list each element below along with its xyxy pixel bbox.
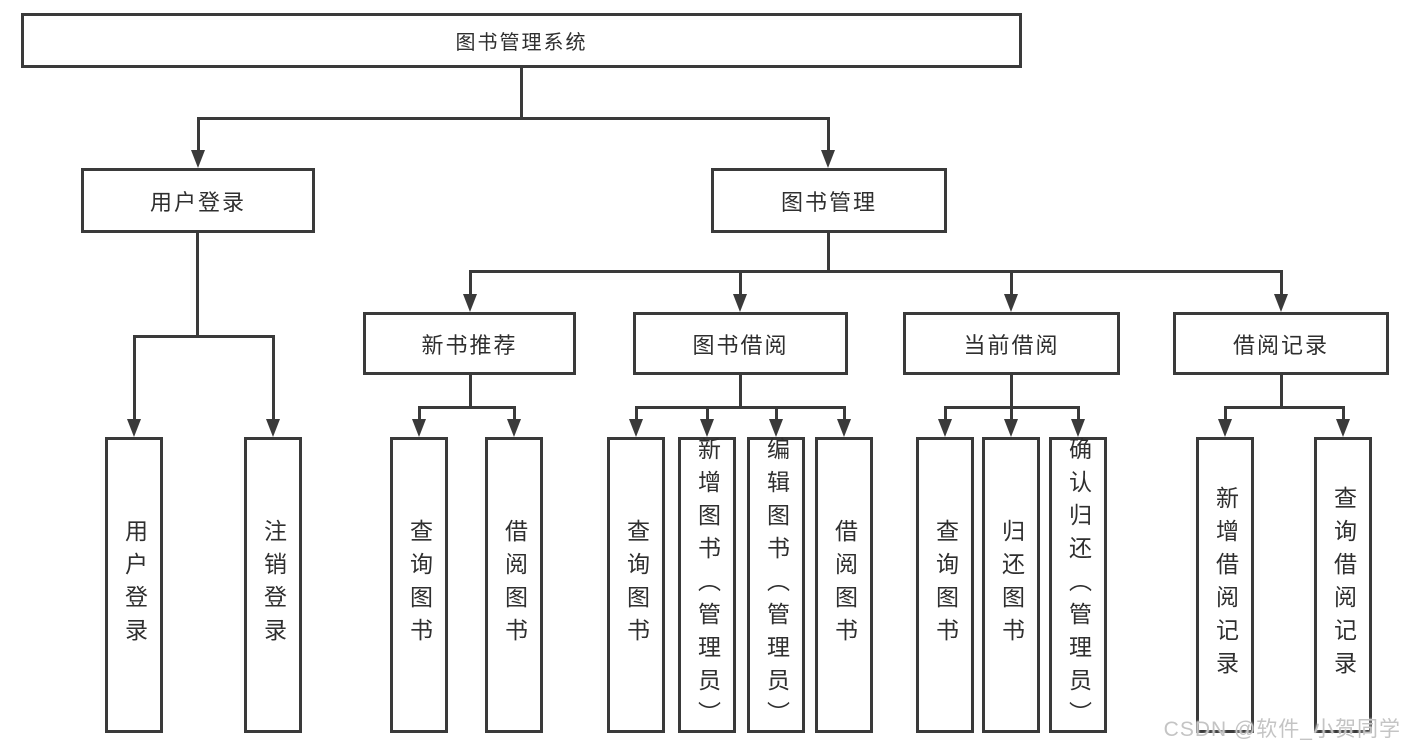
node-leaf-logout: 注销登录: [244, 437, 302, 733]
node-br-add-record: 新增借阅记录: [1196, 437, 1254, 733]
connector-line: [196, 232, 199, 337]
arrow-down-icon: [1071, 419, 1085, 437]
node-nb-borrow-books: 借阅图书: [485, 437, 543, 733]
arrow-down-icon: [266, 419, 280, 437]
node-label: 用户登录: [121, 519, 148, 651]
node-label: 图书管理系统: [455, 32, 588, 54]
watermark-text: CSDN @软件_小贺同学: [1163, 718, 1401, 741]
node-label: 新增图书（管理员）: [694, 436, 721, 734]
connector-line: [133, 335, 275, 338]
node-label: 注销登录: [260, 519, 287, 651]
connector-stem: [739, 270, 742, 297]
node-label: 当前借阅: [963, 332, 1060, 358]
arrow-down-icon: [629, 419, 643, 437]
node-label: 新增借阅记录: [1212, 486, 1239, 684]
connector-stem: [1224, 406, 1227, 421]
node-label: 编辑图书（管理员）: [763, 436, 790, 734]
connector-stem: [635, 406, 638, 421]
connector-stem: [1342, 406, 1345, 421]
node-label: 借阅图书: [831, 519, 858, 651]
node-label: 图书借阅: [692, 332, 789, 358]
node-book-borrow: 图书借阅: [633, 312, 848, 375]
arrow-down-icon: [821, 150, 835, 168]
node-bb-query-books: 查询图书: [607, 437, 665, 733]
arrow-down-icon: [463, 294, 477, 312]
node-current-borrow: 当前借阅: [903, 312, 1120, 375]
arrow-down-icon: [700, 419, 714, 437]
node-user-login: 用户登录: [81, 168, 315, 233]
node-cb-confirm-return-admin: 确认归还（管理员）: [1049, 436, 1107, 734]
node-label: 归还图书: [998, 519, 1025, 651]
arrow-down-icon: [938, 419, 952, 437]
connector-stem: [469, 270, 472, 297]
node-cb-query-books: 查询图书: [916, 437, 974, 733]
node-label: 借阅图书: [501, 519, 528, 651]
connector-line: [1280, 375, 1283, 409]
node-label: 查询图书: [623, 519, 650, 651]
arrow-down-icon: [769, 419, 783, 437]
connector-line: [469, 375, 472, 409]
arrow-down-icon: [412, 419, 426, 437]
node-library-system: 图书管理系统: [21, 13, 1022, 68]
connector-stem: [513, 406, 516, 421]
node-label: 查询图书: [406, 519, 433, 651]
connector-stem: [1077, 406, 1080, 421]
connector-stem: [133, 335, 136, 421]
node-new-book-recommend: 新书推荐: [363, 312, 576, 375]
arrow-down-icon: [127, 419, 141, 437]
connector-stem: [1280, 270, 1283, 297]
arrow-down-icon: [1274, 294, 1288, 312]
connector-stem: [197, 117, 200, 152]
connector-line: [827, 233, 830, 273]
connector-line: [520, 68, 523, 120]
arrow-down-icon: [1004, 294, 1018, 312]
connector-stem: [1010, 406, 1013, 421]
arrow-down-icon: [1004, 419, 1018, 437]
arrow-down-icon: [733, 294, 747, 312]
connector-line: [1010, 375, 1013, 409]
node-book-management: 图书管理: [711, 168, 947, 233]
connector-line: [469, 270, 1282, 273]
node-leaf-user-login: 用户登录: [105, 437, 163, 733]
connector-stem: [944, 406, 947, 421]
connector-stem: [272, 335, 275, 421]
connector-line: [635, 406, 845, 409]
node-label: 借阅记录: [1232, 332, 1329, 358]
connector-stem: [418, 406, 421, 421]
arrow-down-icon: [1218, 419, 1232, 437]
node-label: 查询借阅记录: [1330, 486, 1357, 684]
node-label: 图书管理: [780, 189, 877, 215]
node-cb-return-books: 归还图书: [982, 437, 1040, 733]
node-label: 确认归还（管理员）: [1065, 436, 1092, 734]
connector-line: [1224, 406, 1345, 409]
node-label: 查询图书: [932, 519, 959, 651]
connector-line: [197, 117, 830, 120]
arrow-down-icon: [507, 419, 521, 437]
node-bb-edit-books-admin: 编辑图书（管理员）: [747, 436, 805, 734]
arrow-down-icon: [837, 419, 851, 437]
connector-stem: [775, 406, 778, 421]
node-br-query-record: 查询借阅记录: [1314, 437, 1372, 733]
connector-line: [739, 375, 742, 409]
connector-stem: [1010, 270, 1013, 297]
arrow-down-icon: [1336, 419, 1350, 437]
node-bb-borrow-books: 借阅图书: [815, 437, 873, 733]
connector-stem: [706, 406, 709, 421]
connector-line: [418, 406, 516, 409]
node-label: 新书推荐: [421, 332, 518, 358]
node-bb-add-books-admin: 新增图书（管理员）: [678, 436, 736, 734]
connector-stem: [843, 406, 846, 421]
arrow-down-icon: [191, 150, 205, 168]
node-label: 用户登录: [149, 189, 246, 215]
node-borrow-records: 借阅记录: [1173, 312, 1389, 375]
connector-stem: [827, 117, 830, 152]
node-nb-query-books: 查询图书: [390, 437, 448, 733]
